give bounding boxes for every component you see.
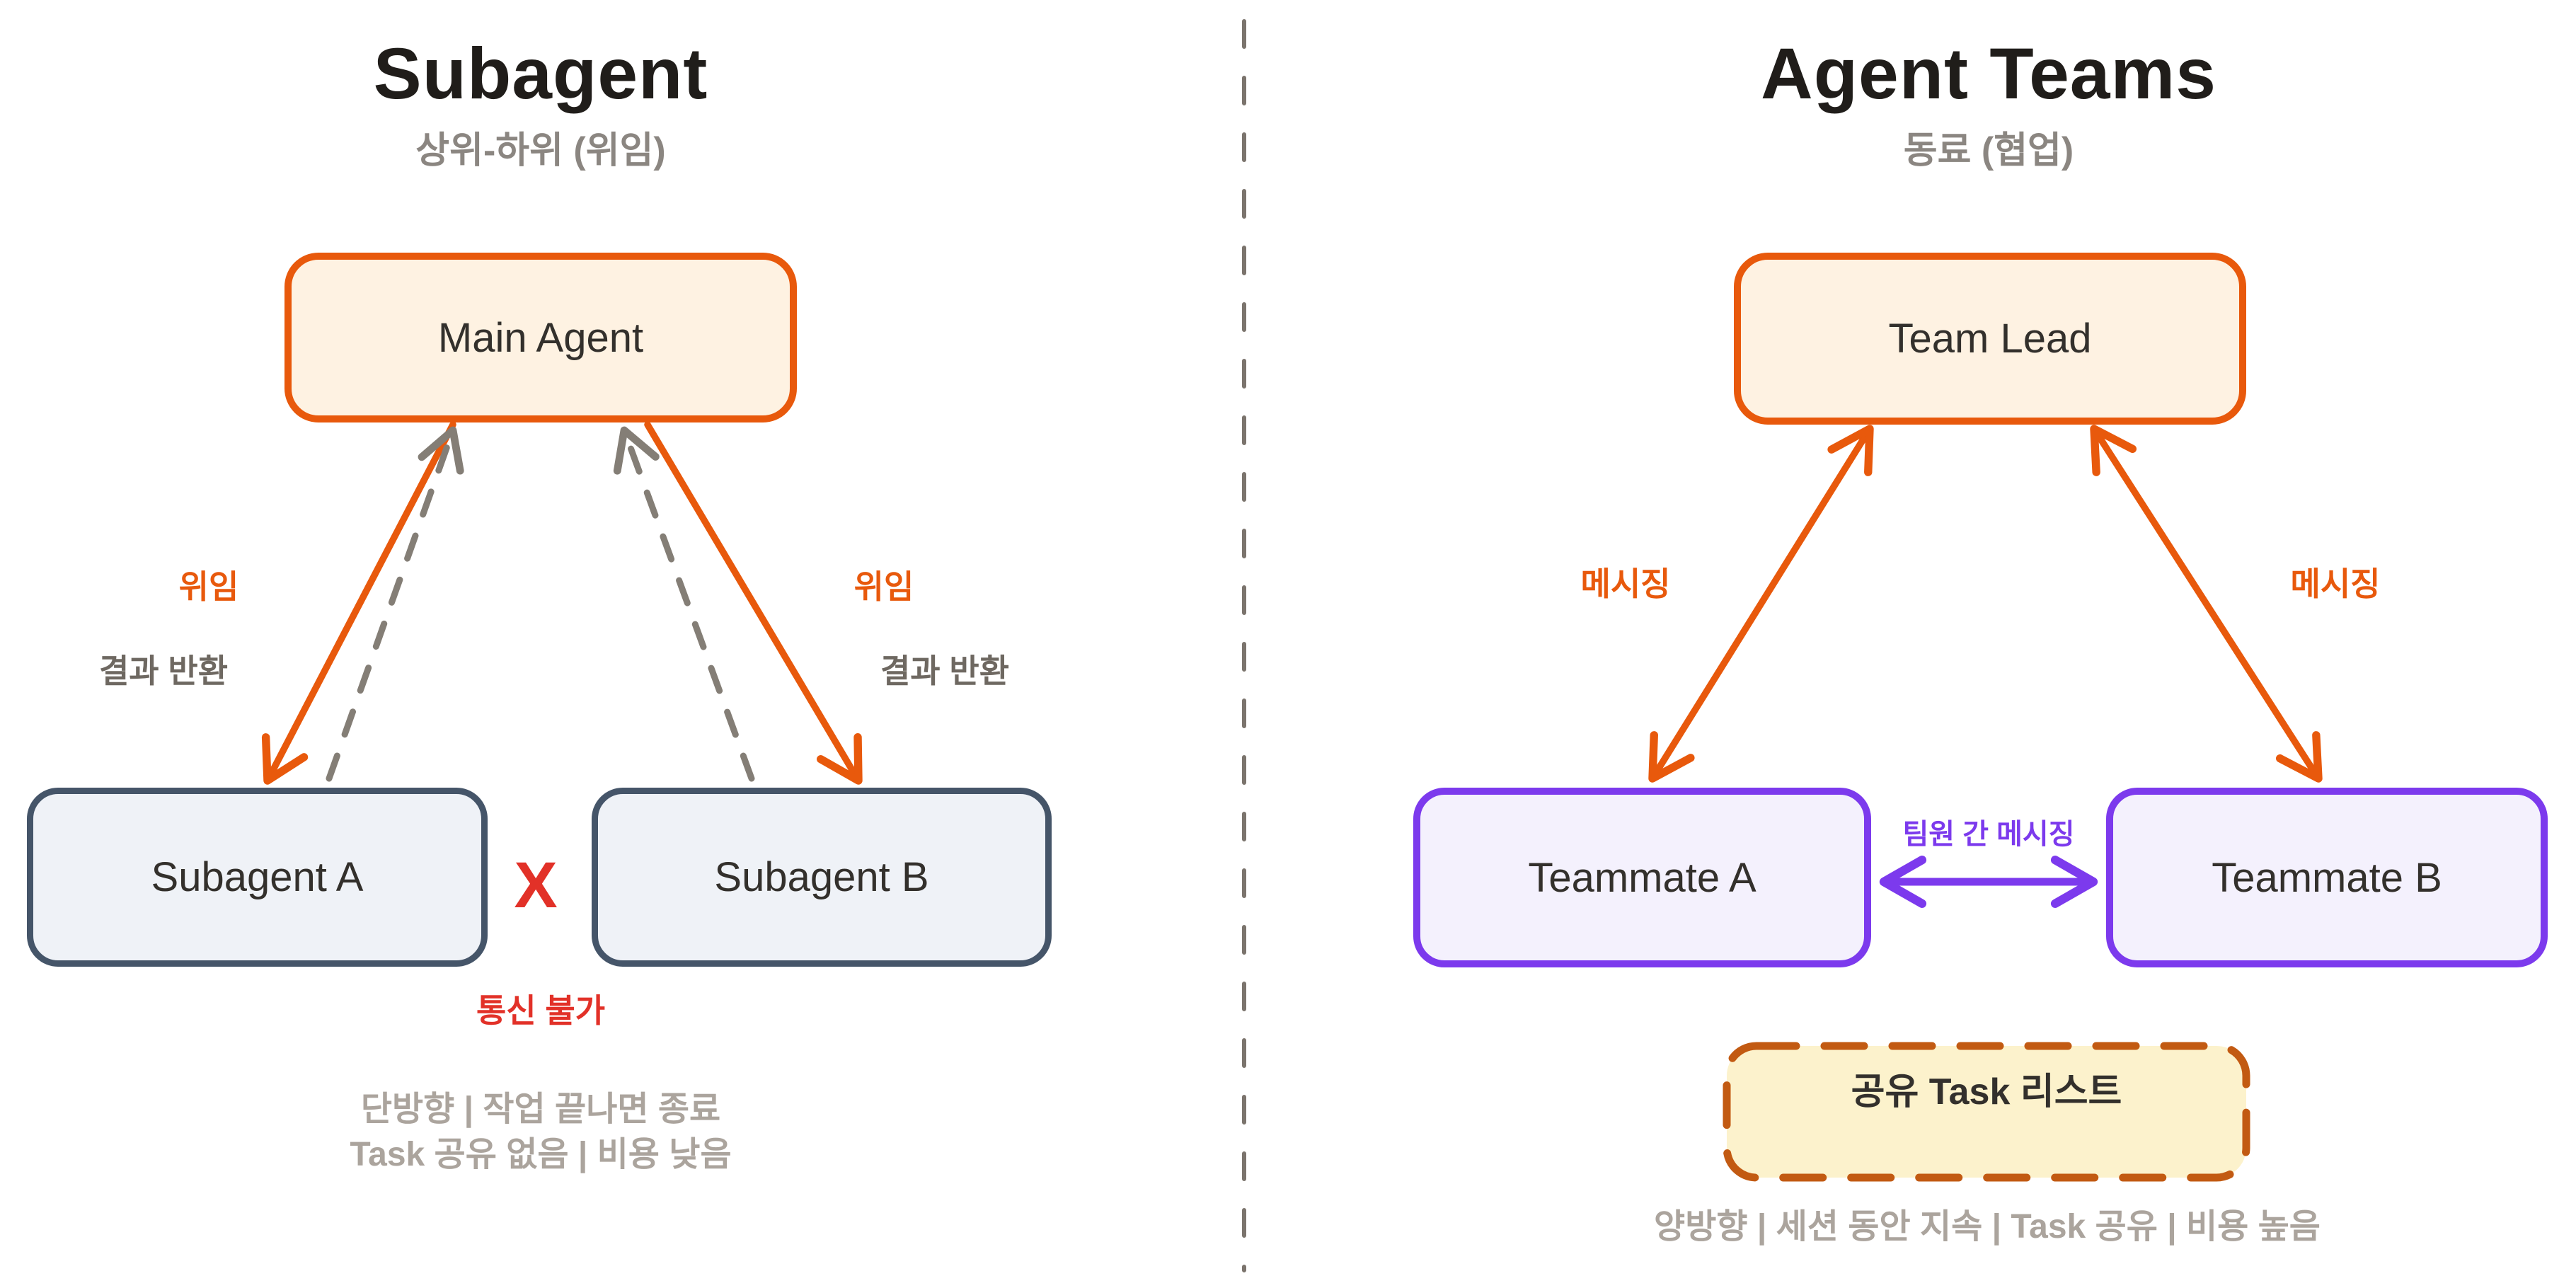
- main-agent-label: Main Agent: [437, 314, 644, 361]
- no-communication-label: 통신 불가: [476, 992, 606, 1029]
- left-panel-subtitle: 상위-하위 (위임): [415, 130, 666, 171]
- messaging-arrow-left: [1648, 425, 1874, 783]
- right-panel-title: Agent Teams: [1761, 33, 2216, 114]
- left-panel-footer: 단방향 | 작업 끝나면 종료 Task 공유 없음 | 비용 낮음: [222, 1087, 859, 1178]
- result-return-label-left: 결과 반환: [98, 652, 229, 689]
- teammate-a-label: Teammate A: [1528, 854, 1756, 901]
- messaging-arrow-right: [2090, 425, 2323, 783]
- left-panel-title: Subagent: [373, 33, 708, 114]
- team-lead-label: Team Lead: [1888, 316, 2092, 362]
- result-return-arrow-right: [613, 426, 755, 782]
- main-agent-box: Main Agent: [284, 253, 797, 422]
- shared-task-box: [1723, 1042, 2250, 1182]
- delegation-label-right: 위임: [853, 568, 914, 605]
- left-footer-line2: Task 공유 없음 | 비용 낮음: [350, 1136, 732, 1173]
- left-footer-line1: 단방향 | 작업 끝나면 종료: [360, 1091, 721, 1128]
- result-return-label-right: 결과 반환: [880, 652, 1010, 689]
- teammate-b-label: Teammate B: [2212, 854, 2442, 901]
- delegation-arrow-right: [644, 421, 863, 785]
- no-communication-x-icon: X: [514, 849, 558, 921]
- subagent-b-box: Subagent B: [592, 788, 1052, 967]
- messaging-label-left: 메시징: [1580, 565, 1671, 602]
- messaging-label-right: 메시징: [2290, 565, 2381, 602]
- right-panel-subtitle: 동료 (협업): [1903, 130, 2074, 171]
- subagent-b-label: Subagent B: [714, 854, 929, 900]
- delegation-arrow-left: [261, 421, 456, 785]
- right-panel-footer: 양방향 | 세션 동안 지속 | Task 공유 | 비용 높음: [1654, 1208, 2321, 1246]
- delegation-label-left: 위임: [178, 568, 239, 605]
- peer-messaging-label: 팀원 간 메시징: [1902, 819, 2075, 850]
- shared-task-list-label: 공유 Task 리스트: [1851, 1071, 2122, 1112]
- teammate-a-box: Teammate A: [1413, 788, 1871, 967]
- teammate-b-box: Teammate B: [2106, 788, 2548, 967]
- subagent-a-label: Subagent A: [151, 854, 364, 900]
- team-lead-box: Team Lead: [1734, 253, 2246, 425]
- subagent-a-box: Subagent A: [27, 788, 488, 967]
- result-return-arrow-left: [326, 426, 464, 782]
